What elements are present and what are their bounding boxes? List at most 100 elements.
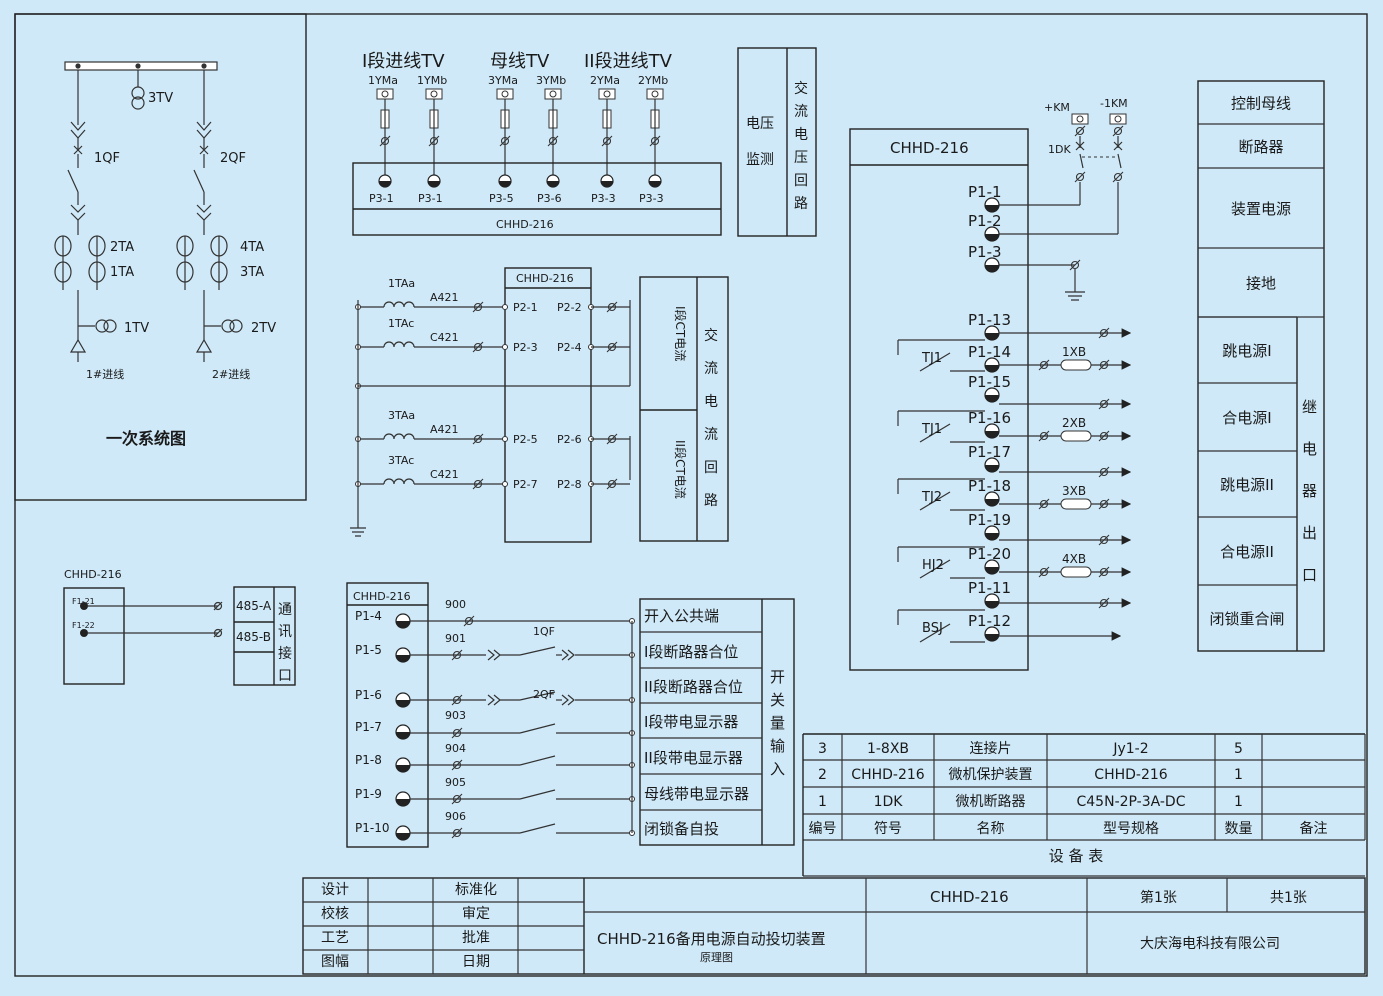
- tv-terminal-label: P3-6: [537, 192, 562, 205]
- ct-left-term: P2-3: [513, 341, 538, 354]
- di-label: 母线带电显示器: [644, 785, 749, 803]
- ct-label-ii: II段CT电流: [673, 440, 688, 499]
- relay-table-side-char-0: 继: [1302, 398, 1317, 416]
- equipment-cell: 1: [1234, 767, 1243, 783]
- equipment-cell: C45N-2P-3A-DC: [1077, 794, 1186, 810]
- tv-top-label: 1YMa: [368, 74, 398, 87]
- relay-table-row: 断路器: [1238, 138, 1283, 156]
- km-terminal: [1112, 171, 1124, 183]
- title-role-right: 标准化: [455, 882, 497, 898]
- di-side-char-2: 量: [770, 714, 785, 732]
- tv2-label: 2TV: [251, 321, 276, 336]
- tv-head-1: I段进线TV: [362, 51, 445, 72]
- tv-input-terminal: [427, 174, 441, 188]
- tv-side-char-5: 路: [794, 196, 808, 212]
- title-main: CHHD-216备用电源自动投切装置: [597, 930, 826, 948]
- tv-top-label: 2YMb: [638, 74, 668, 87]
- xb-link: [1060, 566, 1092, 578]
- title-code: CHHD-216: [930, 888, 1009, 906]
- equipment-cell: 微机断路器: [956, 794, 1026, 810]
- ct-left-term: P2-7: [513, 478, 538, 491]
- out-terminal: [984, 423, 1000, 439]
- tv-side-left-2: 监测: [746, 152, 774, 168]
- di-wire-label: 903: [445, 709, 466, 722]
- ground-terminal: [1069, 259, 1081, 271]
- comm-device-label: CHHD-216: [64, 568, 122, 581]
- di-label: II段带电显示器: [644, 749, 743, 767]
- dk-label: 1DK: [1048, 143, 1071, 156]
- tv-top-label: 2YMa: [590, 74, 620, 87]
- relay-table-side-char-4: 口: [1302, 566, 1317, 584]
- equipment-cell: 2: [818, 767, 827, 783]
- out-term-label: P1-12: [968, 612, 1011, 630]
- ct-device-label: CHHD-216: [516, 272, 574, 285]
- ct-terminal: [472, 301, 484, 313]
- ct-right-term: P2-4: [557, 341, 582, 354]
- tv-terminal: [379, 135, 391, 147]
- xb-label: 2XB: [1062, 416, 1086, 430]
- qf1-label: 1QF: [94, 151, 120, 166]
- di-label: 闭锁备自投: [644, 820, 719, 838]
- di-terminal: [451, 759, 463, 771]
- primary-title: 一次系统图: [106, 429, 186, 448]
- km-holder: [1071, 113, 1089, 125]
- out-terminal: [984, 197, 1000, 213]
- out-term-label: P1-20: [968, 545, 1011, 563]
- km-pos-label: +KM: [1044, 101, 1070, 114]
- out-term-label: P1-18: [968, 477, 1011, 495]
- out-terminal: [984, 593, 1000, 609]
- equipment-cell: CHHD-216: [851, 767, 924, 783]
- di-row: P1-8: [355, 753, 411, 773]
- ct-terminal: [606, 301, 618, 313]
- ct-terminal: [472, 478, 484, 490]
- out-term-label: P1-13: [968, 311, 1011, 329]
- out-term-label: P1-19: [968, 511, 1011, 529]
- equipment-header-cell: 备注: [1300, 820, 1328, 837]
- di-term: P1-4: [355, 609, 382, 623]
- di-terminal: [451, 649, 463, 661]
- di-qf1-label: 1QF: [533, 625, 555, 638]
- di-terminal: [395, 613, 411, 629]
- km-holder: [1109, 113, 1127, 125]
- xb-label: 3XB: [1062, 484, 1086, 498]
- km-terminal: [1112, 125, 1124, 137]
- xb-link: [1060, 430, 1092, 442]
- relay-table-side-char-2: 器: [1302, 482, 1317, 500]
- primary-system-diagram: 3TV 1QF 2TA 1TA 1TV 1#进线 2QF: [14, 13, 307, 501]
- km-terminal: [1074, 171, 1086, 183]
- out-terminal: [1098, 566, 1110, 578]
- di-term: P1-9: [355, 787, 382, 801]
- out-terminal: [984, 325, 1000, 341]
- relay-table-row: 接地: [1246, 275, 1276, 293]
- di-wire-label: 900: [445, 598, 466, 611]
- out-terminal: [984, 226, 1000, 242]
- tv-top-label: 3YMb: [536, 74, 566, 87]
- relay-group: BSJ: [897, 597, 1132, 643]
- ct-terminal: [606, 433, 618, 445]
- di-term: P1-7: [355, 720, 382, 734]
- out-term-label: P1-14: [968, 343, 1011, 361]
- equipment-cell: 1DK: [874, 794, 904, 810]
- equipment-cell: CHHD-216: [1094, 767, 1167, 783]
- di-side-char-0: 开: [770, 668, 785, 686]
- tv-head-2: 母线TV: [490, 51, 550, 72]
- di-label: I段带电显示器: [644, 713, 738, 731]
- xb-link: [1060, 359, 1092, 371]
- equipment-cell: 1: [818, 794, 827, 810]
- out-terminal: [984, 491, 1000, 507]
- tv3-label: 3TV: [148, 91, 173, 106]
- comm-side-char-2: 接: [278, 645, 292, 662]
- di-side-char-4: 入: [770, 760, 785, 778]
- di-terminal: [395, 724, 411, 740]
- di-term: P1-10: [355, 821, 389, 835]
- di-terminal: [451, 827, 463, 839]
- relay-label: HJ2: [922, 558, 944, 573]
- out-term-label: P1-16: [968, 409, 1011, 427]
